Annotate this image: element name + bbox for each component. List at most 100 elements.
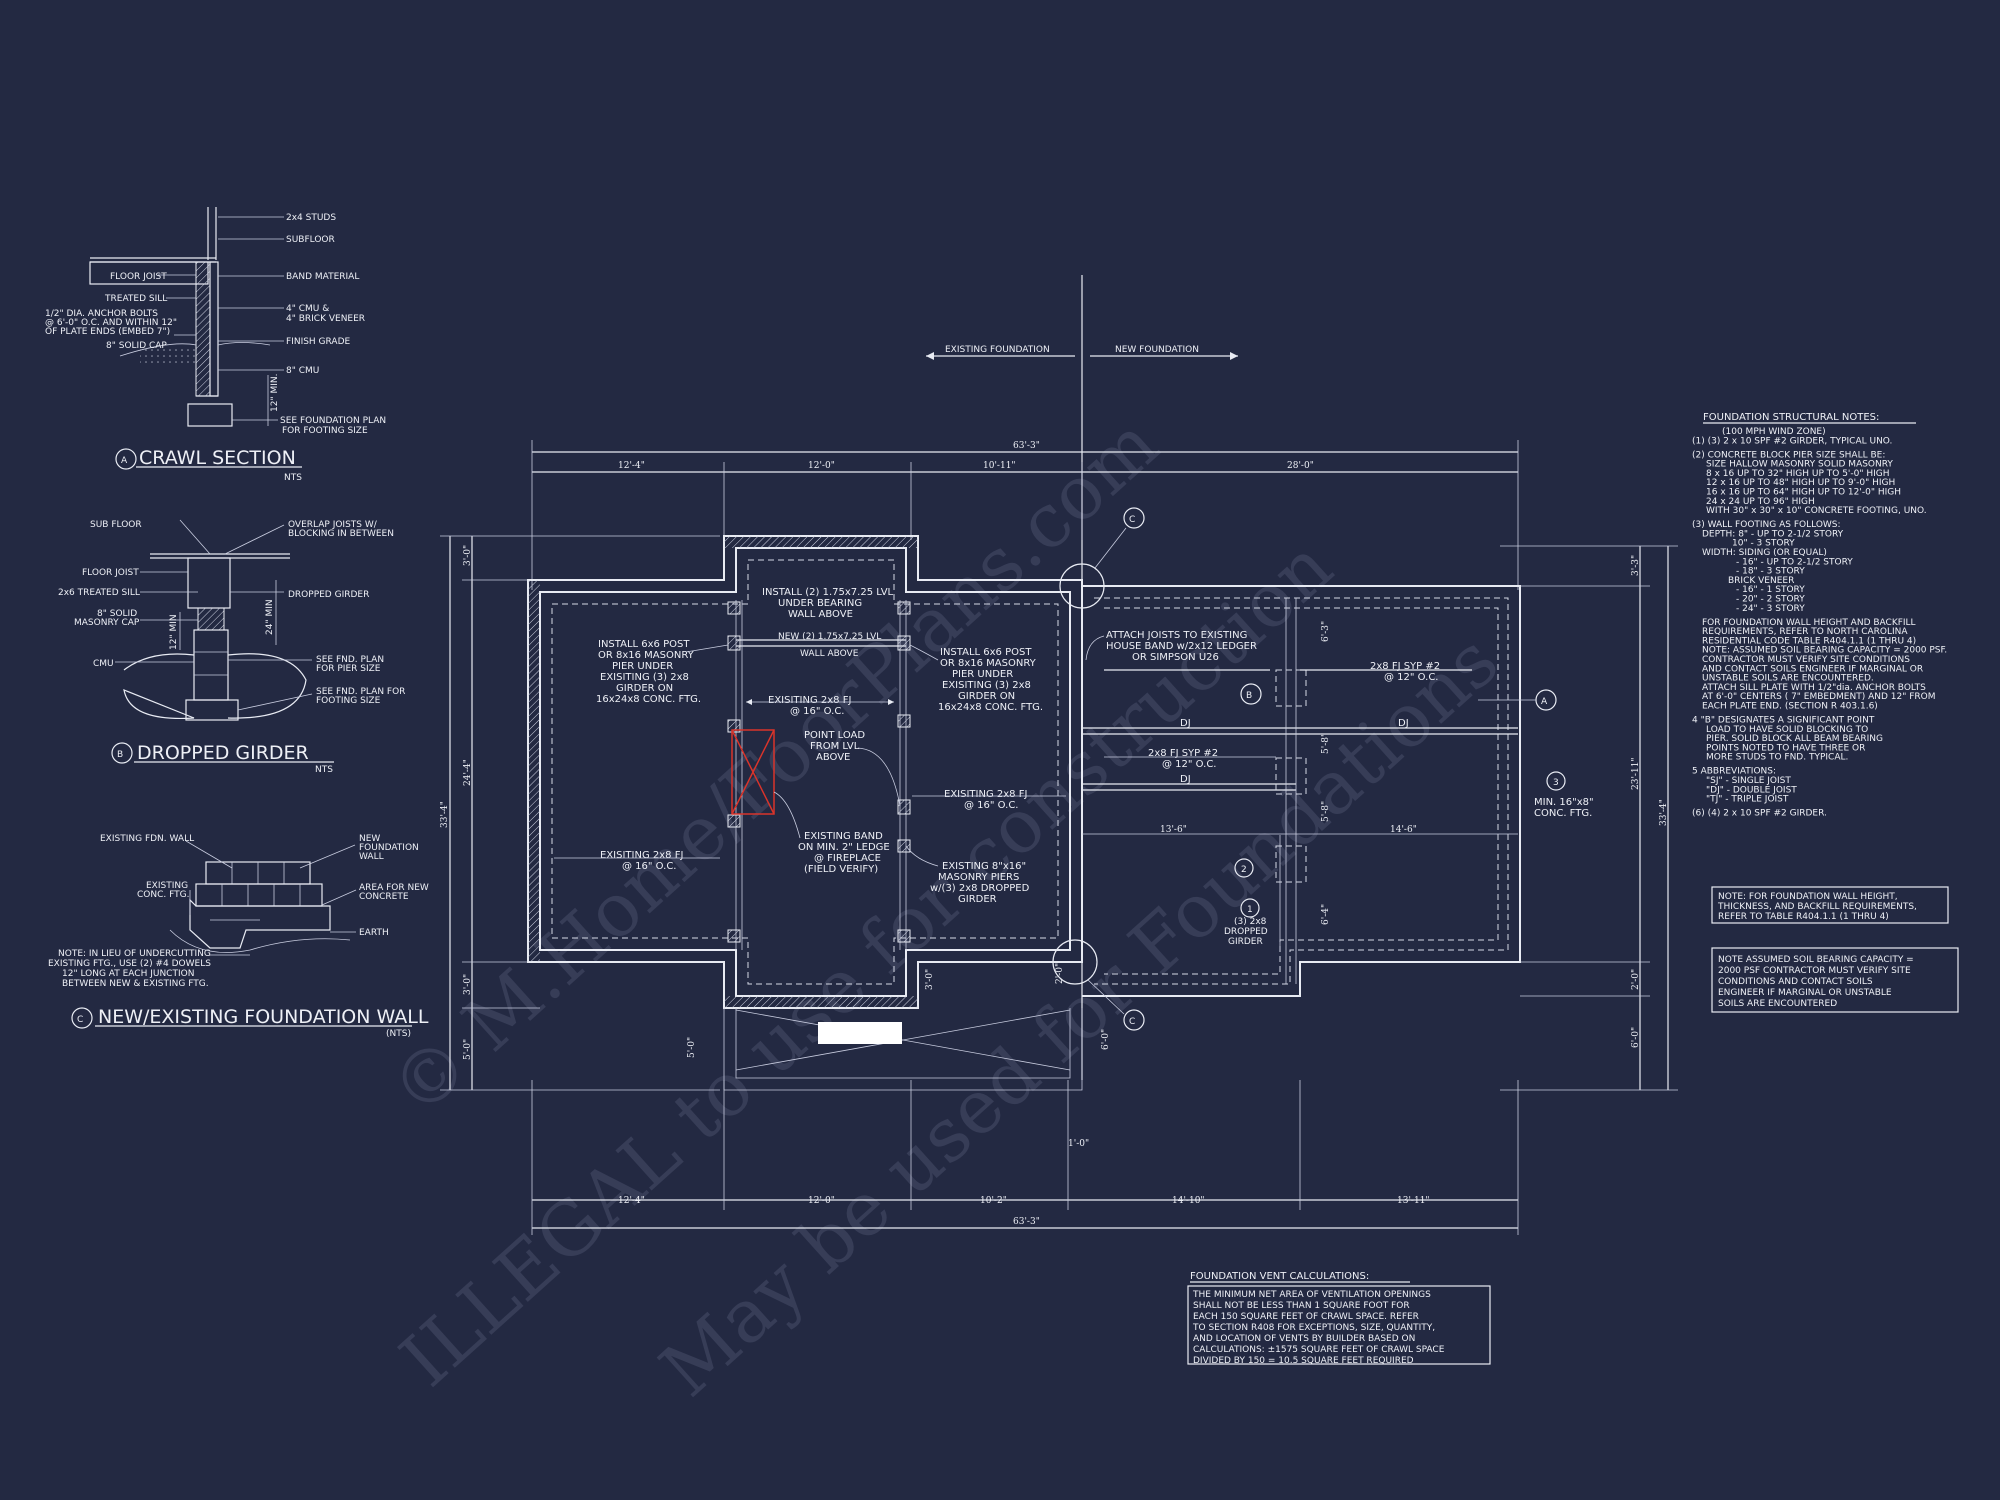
note-post-left-2: OR 8x16 MASONRY <box>598 650 695 661</box>
label-see-foundation-plan: SEE FOUNDATION PLAN <box>280 416 386 426</box>
label-treated-sill: TREATED SILL <box>104 294 167 304</box>
vent-calc-line-4: TO SECTION R408 FOR EXCEPTIONS, SIZE, QU… <box>1192 1323 1435 1333</box>
note-fj-left-1: EXISITING 2x8 FJ <box>600 850 683 861</box>
structural-note-line: (1) (3) 2 x 10 SPF #2 GIRDER, TYPICAL UN… <box>1692 436 1892 446</box>
label-concrete: CONCRETE <box>359 892 409 902</box>
structural-note-line: 4 "B" DESIGNATES A SIGNIFICANT POINT <box>1692 716 1875 726</box>
structural-note-line: DEPTH: 8" - UP TO 2-1/2 STORY <box>1702 529 1844 539</box>
detail-marker-c-letter: C <box>77 1015 83 1025</box>
note-band-3: @ FIREPLACE <box>814 853 881 864</box>
note-band-1: EXISTING BAND <box>804 831 883 842</box>
note-fj-right-1: EXISITING 2x8 FJ <box>944 789 1027 800</box>
section-marker-c-bottom <box>1123 1009 1145 1031</box>
structural-note-line: (3) WALL FOOTING AS FOLLOWS: <box>1692 520 1841 530</box>
note-install-lvl-3: WALL ABOVE <box>788 609 853 620</box>
note-marker-1 <box>1240 898 1260 918</box>
label-solid-cap: 8" SOLID CAP <box>106 341 167 351</box>
note-box-2: NOTE ASSUMED SOIL BEARING CAPACITY = 200… <box>1711 947 1959 1013</box>
note-post-left-4: EXISITING (3) 2x8 <box>600 672 689 683</box>
note-fj-left-2: @ 16" O.C. <box>622 861 677 872</box>
note-dropped-2: DROPPED <box>1224 927 1268 937</box>
note-point-load-3: ABOVE <box>816 752 850 763</box>
dim-bottom-overall: 63'-3" <box>1013 1217 1040 1227</box>
note-marker-2 <box>1234 858 1254 878</box>
vent-calc-line-2: SHALL NOT BE LESS THAN 1 SQUARE FOOT FOR <box>1193 1301 1410 1311</box>
note-dj-left: DJ <box>1180 718 1191 729</box>
note-piers-1: EXISTING 8"x16" <box>942 861 1026 872</box>
note-fj-syp-top-1: 2x8 FJ SYP #2 <box>1370 661 1440 672</box>
label-note-c-3: 12" LONG AT EACH JUNCTION <box>62 969 194 979</box>
note-piers-2: MASONRY PIERS <box>938 872 1019 883</box>
note-fj-syp-mid-1: 2x8 FJ SYP #2 <box>1148 748 1218 759</box>
label-12in-min: 12" MIN. <box>270 374 280 412</box>
label-4in-cmu: 4" CMU & <box>286 304 329 314</box>
structural-note-line: WIDTH: SIDING (OR EQUAL) <box>1702 548 1827 558</box>
fireplace-box <box>731 729 775 815</box>
label-treated-sill-b: 2x6 TREATED SILL <box>58 588 140 598</box>
note-box-2-line-3: CONDITIONS AND CONTACT SOILS <box>1718 977 1873 987</box>
note-box-1-line-1: NOTE: FOR FOUNDATION WALL HEIGHT, <box>1718 892 1898 902</box>
dim-misc-11: 2'-0" <box>1055 963 1065 984</box>
structural-note-line: CONTRACTOR MUST VERIFY SITE CONDITIONS <box>1702 655 1910 665</box>
note-post-right-5: GIRDER ON <box>958 691 1015 702</box>
structural-note-line: 12 x 16 UP TO 48" HIGH UP TO 9'-0" HIGH <box>1706 478 1895 488</box>
detail-marker-b-letter: B <box>117 750 123 760</box>
structural-note-line: BRICK VENEER <box>1728 576 1794 586</box>
vent-calc-line-7: DIVIDED BY 150 = 10.5 SQUARE FEET REQUIR… <box>1193 1356 1414 1366</box>
dim-top-4: 28'-0" <box>1287 461 1314 471</box>
label-8in-cmu: 8" CMU <box>286 366 319 376</box>
label-see-fnd-plan-for: SEE FND. PLAN FOR <box>316 687 405 697</box>
label-blocking: BLOCKING IN BETWEEN <box>288 529 394 539</box>
note-marker-3-num: 3 <box>1553 778 1559 788</box>
dim-right-1: 3'-3" <box>1631 555 1641 576</box>
dim-left-3: 3'-0" <box>463 974 473 995</box>
label-pier-size: FOR PIER SIZE <box>316 664 381 674</box>
structural-note-line: LOAD TO HAVE SOLID BLOCKING TO <box>1706 725 1868 735</box>
note-marker-3 <box>1546 771 1566 791</box>
note-fj-mid-1: EXISITING 2x8 FJ <box>768 695 851 706</box>
structural-note-line: - 20" - 2 STORY <box>1736 595 1805 605</box>
structural-note-line: RESIDENTIAL CODE TABLE R404.1.1 (1 THRU … <box>1702 636 1916 646</box>
detail-b-scale: NTS <box>315 765 333 775</box>
structural-notes: FOUNDATION STRUCTURAL NOTES: (100 MPH WI… <box>1692 412 1947 819</box>
label-2x4-studs: 2x4 STUDS <box>286 213 336 223</box>
note-attach-1: ATTACH JOISTS TO EXISTING <box>1106 630 1247 641</box>
foundation-plan: EXISTING FOUNDATION NEW FOUNDATION 63'-3… <box>440 275 1678 1235</box>
structural-notes-title: FOUNDATION STRUCTURAL NOTES: <box>1703 412 1879 423</box>
label-foundation: FOUNDATION <box>359 843 419 853</box>
label-anchor-spacing: @ 6'-0" O.C. AND WITHIN 12" <box>45 318 177 328</box>
note-piers-3: w/(3) 2x8 DROPPED <box>930 883 1030 894</box>
note-box-1-line-3: REFER TO TABLE R404.1.1 (1 THRU 4) <box>1718 912 1889 922</box>
dim-right-4: 6'-0" <box>1631 1027 1641 1048</box>
dim-misc-10: 1'-0" <box>1068 1139 1089 1149</box>
label-floor-joist: FLOOR JOIST <box>110 272 167 282</box>
structural-note-line: 8 x 16 UP TO 32" HIGH UP TO 5'-0" HIGH <box>1706 469 1890 479</box>
new-foundation-label: NEW FOUNDATION <box>1115 345 1199 355</box>
note-band-2: ON MIN. 2" LEDGE <box>798 842 890 853</box>
note-post-left-6: 16x24x8 CONC. FTG. <box>596 694 701 705</box>
note-attach-3: OR SIMPSON U26 <box>1132 652 1219 663</box>
dim-bottom-3: 10'-2" <box>980 1196 1007 1206</box>
note-point-load-1: POINT LOAD <box>804 730 865 741</box>
label-solid: 8" SOLID <box>97 609 137 619</box>
structural-note-line: SIZE HALLOW MASONRY SOLID MASONRY <box>1706 460 1893 470</box>
label-dropped-girder: DROPPED GIRDER <box>288 590 369 600</box>
dim-misc-9: 6'-0" <box>1101 1029 1111 1050</box>
vent-opening <box>818 1022 902 1044</box>
vent-calc-title: FOUNDATION VENT CALCULATIONS: <box>1190 1271 1369 1282</box>
note-new-lvl-2: WALL ABOVE <box>800 649 859 659</box>
note-box-2-line-5: SOILS ARE ENCOUNTERED <box>1718 999 1837 1009</box>
structural-note-line: EACH PLATE END. (SECTION R 403.1.6) <box>1702 702 1878 712</box>
note-min-ftg-1: MIN. 16"x8" <box>1534 797 1594 808</box>
dim-left-2: 24'-4" <box>463 759 473 786</box>
dim-top-1: 12'-4" <box>618 461 645 471</box>
note-fj-right-2: @ 16" O.C. <box>964 800 1019 811</box>
section-marker-c-bottom-letter: C <box>1129 1017 1135 1027</box>
vent-calc-line-1: THE MINIMUM NET AREA OF VENTILATION OPEN… <box>1192 1290 1431 1300</box>
structural-note-line: NOTE: ASSUMED SOIL BEARING CAPACITY = 20… <box>1702 646 1947 656</box>
dim-bottom-4: 14'-10" <box>1172 1196 1205 1206</box>
detail-marker-a <box>115 448 137 470</box>
note-box-1-line-2: THICKNESS, AND BACKFILL REQUIREMENTS, <box>1717 902 1917 912</box>
dim-misc-7: 3'-0" <box>925 969 935 990</box>
